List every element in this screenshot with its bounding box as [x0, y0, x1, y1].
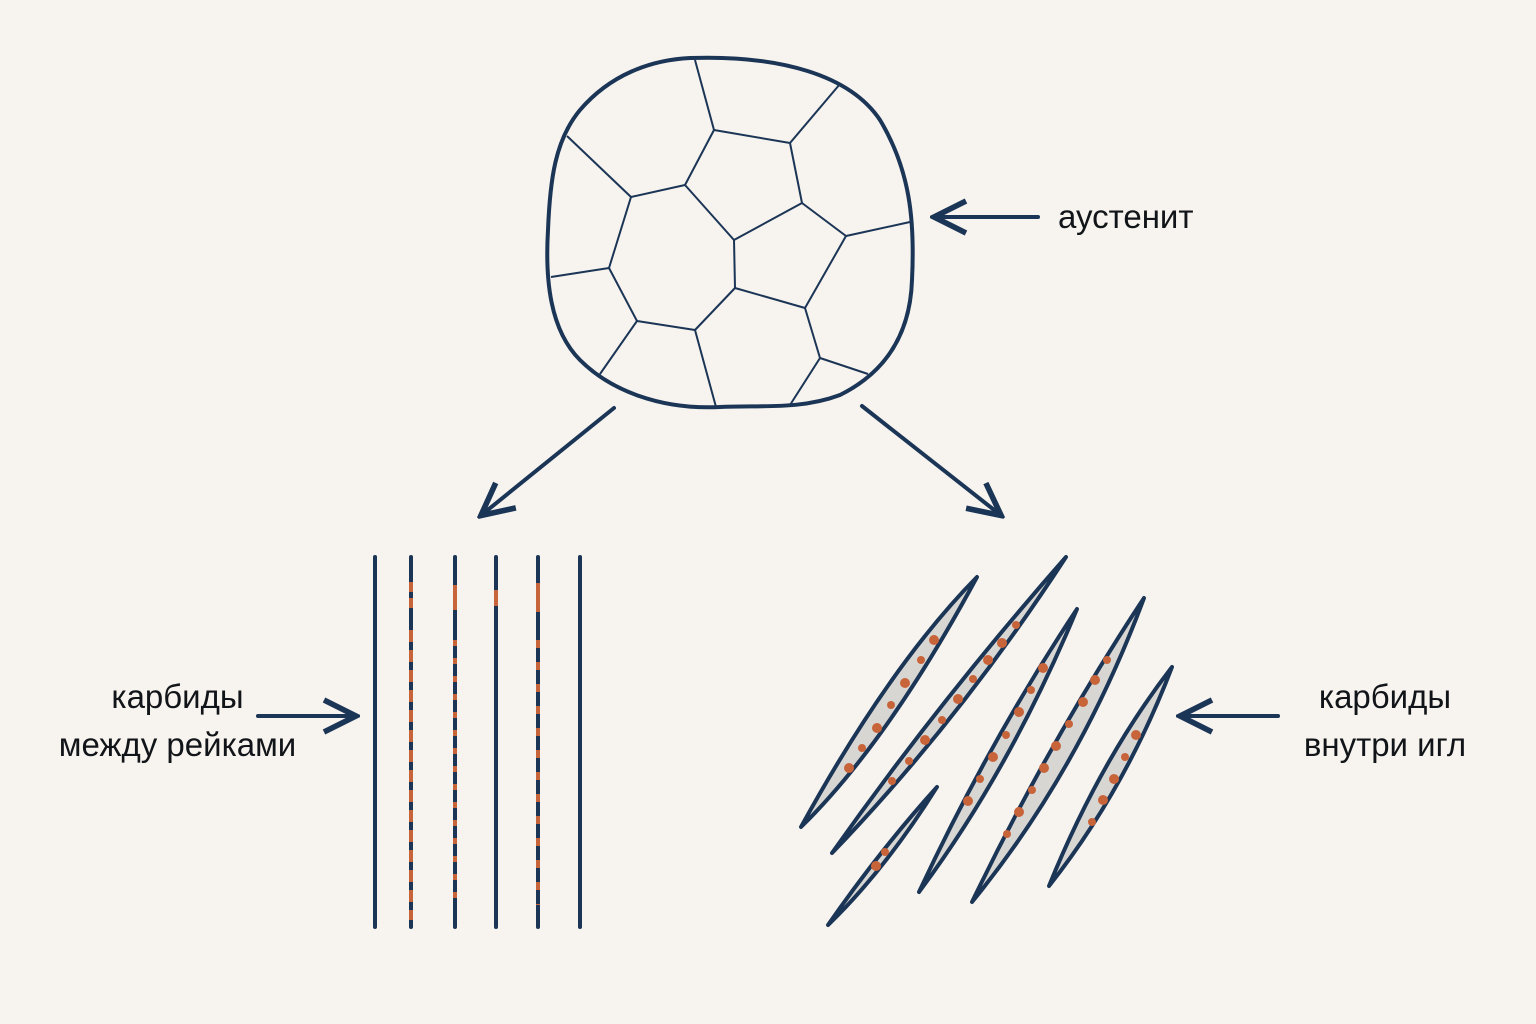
- grain-boundary: [566, 135, 632, 198]
- arrows: [256, 217, 1280, 716]
- grain-outline: [545, 55, 915, 410]
- lath-martensite: [373, 555, 582, 929]
- grain-boundary: [684, 129, 803, 241]
- lath-lines: [373, 555, 582, 929]
- needle-martensite: [799, 555, 1174, 927]
- label-interlath-line2: между рейками: [58, 726, 297, 763]
- austenite-grain: [545, 55, 915, 410]
- grain-boundary: [801, 202, 911, 237]
- label-interlath-carbides: карбиды между рейками: [40, 673, 315, 769]
- grain-boundary: [694, 59, 715, 131]
- label-austenite-text: аустенит: [1058, 198, 1194, 235]
- grain-boundary: [789, 357, 821, 406]
- grain-boundary: [789, 83, 841, 144]
- needle: [917, 607, 1079, 894]
- needle: [1047, 665, 1174, 888]
- central-grain: [608, 184, 736, 331]
- grain-boundary: [734, 235, 847, 309]
- needle: [799, 575, 979, 829]
- label-intraneedle-line1: карбиды: [1318, 678, 1452, 715]
- needle: [826, 785, 939, 927]
- label-intraneedle-line2: внутри игл: [1303, 726, 1467, 763]
- grain-boundary: [694, 329, 717, 408]
- arrow-to-lath-martensite: [484, 406, 616, 513]
- label-austenite: аустенит: [1058, 193, 1193, 241]
- interlath-carbides: [409, 582, 540, 920]
- arrow-to-needle-martensite: [860, 404, 998, 513]
- needle: [970, 596, 1146, 904]
- grain-boundary: [599, 320, 638, 375]
- needle: [830, 555, 1068, 855]
- label-intraneedle-carbides: карбиды внутри игл: [1285, 673, 1485, 769]
- label-interlath-line1: карбиды: [111, 678, 244, 715]
- grain-boundary: [550, 267, 610, 278]
- grain-boundaries: [550, 59, 911, 408]
- grain-boundary: [804, 307, 869, 375]
